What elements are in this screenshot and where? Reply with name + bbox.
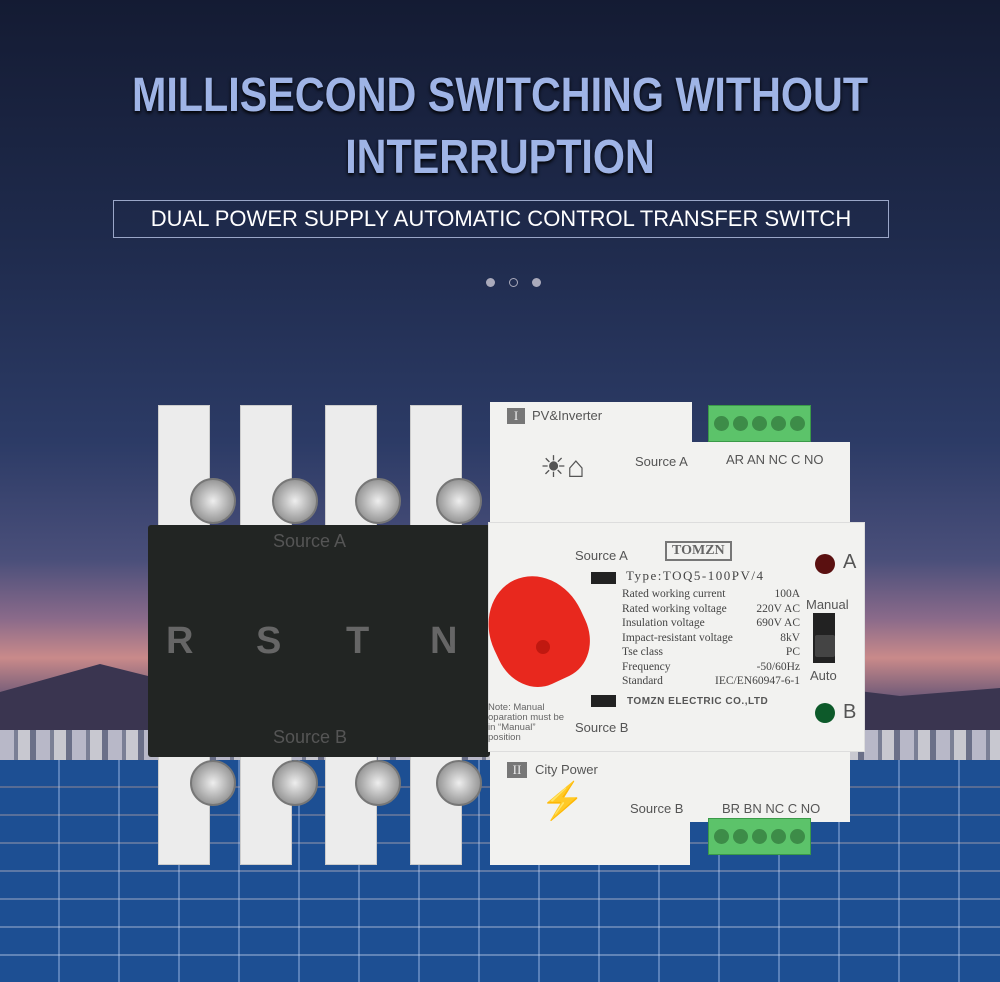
spec-row: Frequency -50/60Hz: [622, 660, 800, 675]
spec-value: PC: [785, 646, 800, 658]
spec-value: -50/60Hz: [756, 660, 800, 673]
module-name: PV&Inverter: [532, 408, 603, 423]
terminal-block-a: [708, 405, 811, 442]
handle-hub: [536, 640, 550, 654]
spec-key: Tse class: [622, 646, 664, 658]
spec-table: Rated working current 100A Rated working …: [622, 587, 800, 689]
source-label: Source B: [630, 801, 684, 816]
phase-label: T: [346, 620, 370, 662]
module-numeral: I: [507, 408, 525, 424]
module-name: City Power: [535, 762, 598, 777]
screw-icon: [355, 478, 401, 524]
spec-value: 8kV: [780, 631, 800, 644]
headline-line1: MILLISECOND SWITCHING WITHOUT: [131, 69, 869, 122]
led-b-indicator: [815, 703, 835, 723]
screw-icon: [436, 760, 482, 806]
screw-icon: [190, 760, 236, 806]
carousel-dots: [486, 278, 541, 287]
spec-key: Insulation voltage: [622, 617, 705, 629]
spec-value: 690V AC: [756, 617, 800, 629]
terminal-block-b: [708, 818, 811, 855]
spec-row: Standard IEC/EN60947-6-1: [622, 674, 800, 689]
bottom-module: II City Power Source B BR BN NC C NO: [490, 752, 850, 822]
mode-switch-knob[interactable]: [815, 635, 835, 657]
terminal-labels: AR AN NC C NO: [726, 452, 824, 467]
spec-value: 100A: [774, 588, 800, 600]
screw-icon: [272, 760, 318, 806]
mode-manual-label: Manual: [806, 597, 849, 612]
screw-icon: [272, 478, 318, 524]
module-numeral: II: [507, 762, 527, 778]
indicator-window-a: [591, 572, 616, 584]
source-label: Source A: [635, 454, 688, 469]
spec-key: Impact-resistant voltage: [622, 631, 733, 644]
type-label: Type:TOQ5-100PV/4: [626, 568, 765, 583]
carousel-dot-active[interactable]: [509, 278, 518, 287]
spec-key: Rated working current: [622, 588, 726, 600]
carousel-dot[interactable]: [486, 278, 495, 287]
brand-logo: TOMZN: [665, 541, 732, 561]
phase-label: S: [256, 620, 282, 662]
screw-icon: [436, 478, 482, 524]
window-b-label: Source B: [575, 720, 629, 735]
spec-key: Rated working voltage: [622, 602, 727, 615]
spec-value: 220V AC: [756, 602, 800, 615]
led-a-indicator: [815, 554, 835, 574]
bottom-module-base: ⚡: [490, 780, 690, 865]
spec-row: Impact-resistant voltage 8kV: [622, 631, 800, 646]
cover-label-bottom: Source B: [273, 727, 348, 747]
solar-house-icon: ☀⌂: [540, 451, 586, 484]
manual-note: Note: Manual oparation must be in “Manua…: [488, 702, 565, 743]
maker-label: TOMZN ELECTRIC CO.,LTD: [627, 696, 769, 707]
top-module-body: I PV&Inverter ☀⌂ Source A AR AN NC C NO: [490, 408, 850, 532]
led-a-label: A: [843, 551, 857, 573]
carousel-dot[interactable]: [532, 278, 541, 287]
spec-key: Frequency: [622, 660, 671, 673]
spec-row: Rated working current 100A: [622, 587, 800, 602]
spec-value: IEC/EN60947-6-1: [715, 675, 800, 687]
terminal-cover: Source A R S T N Source B: [148, 525, 490, 757]
led-b-label: B: [843, 701, 857, 723]
mode-auto-label: Auto: [810, 668, 837, 683]
spec-row: Rated working voltage 220V AC: [622, 602, 800, 617]
cover-label-top: Source A: [273, 531, 347, 551]
power-tower-icon: ⚡: [540, 780, 585, 821]
window-a-label: Source A: [575, 548, 628, 563]
mode-switch[interactable]: [813, 613, 835, 663]
spec-row: Insulation voltage 690V AC: [622, 616, 800, 631]
phase-label: R: [166, 620, 194, 662]
phase-label: N: [430, 620, 458, 662]
terminal-labels: BR BN NC C NO: [722, 801, 821, 816]
screw-icon: [190, 478, 236, 524]
headline-line2: INTERRUPTION: [345, 131, 655, 184]
subtitle: DUAL POWER SUPPLY AUTOMATIC CONTROL TRAN…: [113, 200, 889, 238]
screw-icon: [355, 760, 401, 806]
indicator-window-b: [591, 695, 616, 707]
spec-key: Standard: [622, 675, 663, 687]
spec-row: Tse class PC: [622, 645, 800, 660]
